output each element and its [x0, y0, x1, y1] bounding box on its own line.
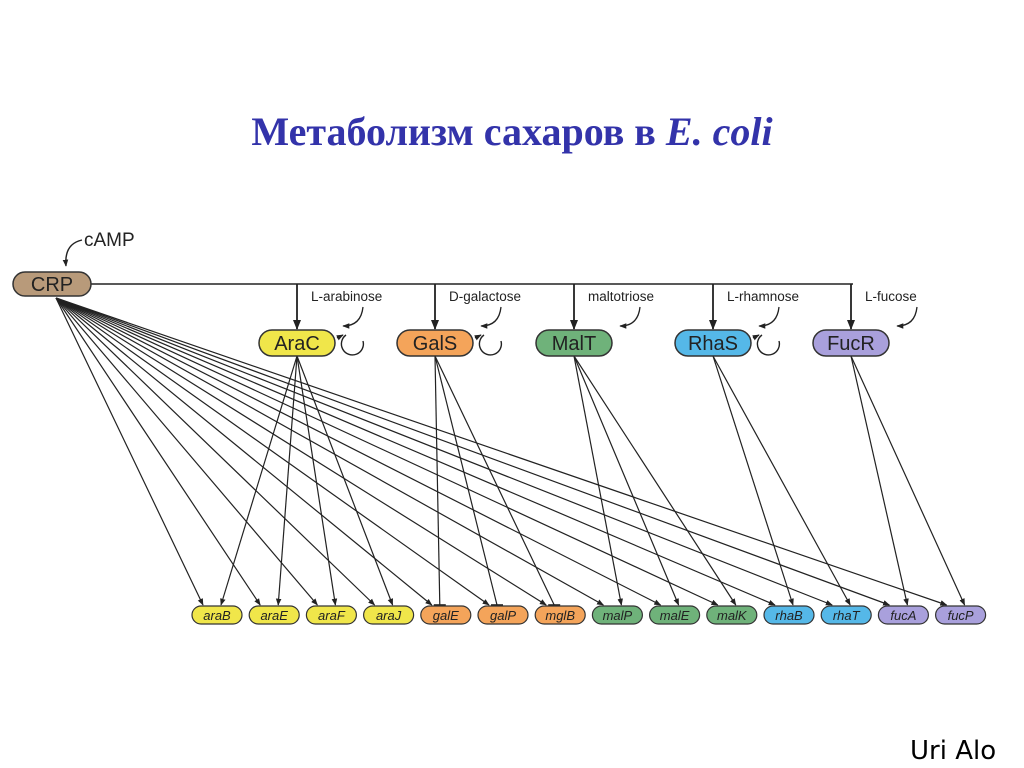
gene-label-fucP: fucP: [948, 608, 974, 623]
regulator-node-AraC: [258, 329, 336, 357]
edge-GalS-mglB: [434, 355, 555, 606]
slide-title: Метаболизм сахаров в E. coli: [0, 108, 1024, 155]
gene-node-araB: [191, 605, 243, 625]
edge-RhaS-rhaB: [712, 355, 794, 606]
edge-AraC-araJ: [296, 355, 394, 606]
signal-arrow-GalS: [480, 306, 502, 329]
self-loop-head-AraC: [336, 334, 344, 341]
signal-arrow-MalT: [619, 306, 641, 329]
regulator-label-RhaS: RhaS: [688, 333, 738, 355]
camp-label: cAMP: [84, 230, 135, 251]
regulator-node-MalT: [535, 329, 613, 357]
regulator-label-GalS: GalS: [413, 333, 457, 355]
crp-label: CRP: [31, 274, 73, 296]
author-credit: Uri Alo: [910, 736, 997, 766]
signal-label-MalT: maltotriose: [588, 289, 654, 304]
gene-node-fucP: [934, 605, 987, 625]
edge-AraC-araF: [296, 355, 338, 606]
edge-GalS-galE: [434, 355, 441, 606]
edge-crp-mglB: [55, 297, 547, 606]
gene-label-araF: araF: [318, 608, 346, 623]
gene-node-galP: [477, 605, 529, 625]
signal-arrow-FucR: [896, 306, 918, 329]
gene-node-malK: [706, 605, 758, 625]
gene-label-malP: malP: [603, 608, 633, 623]
regulator-label-MalT: MalT: [552, 333, 596, 355]
self-loop-head-GalS: [474, 334, 482, 341]
self-loop-RhaS: [756, 334, 781, 356]
self-loop-GalS: [478, 334, 503, 356]
signal-label-FucR: L-fucose: [865, 289, 917, 304]
crp-node: [12, 271, 92, 297]
regulator-node-GalS: [396, 329, 474, 357]
edges-layer: [55, 239, 966, 606]
regulator-node-RhaS: [674, 329, 752, 357]
gene-label-araJ: araJ: [376, 608, 402, 623]
edge-FucR-fucA: [850, 355, 909, 606]
gene-node-galE: [420, 605, 472, 625]
edge-crp-malE: [55, 297, 662, 606]
signal-arrow-RhaS: [758, 306, 780, 329]
edge-crp-araB: [55, 297, 204, 606]
gene-label-malE: malE: [660, 608, 690, 623]
gene-node-malE: [648, 605, 701, 625]
gene-node-malP: [591, 605, 644, 625]
gene-label-rhaB: rhaB: [775, 608, 803, 623]
edge-MalT-malK: [573, 355, 737, 606]
gene-label-galP: galP: [490, 608, 516, 623]
edge-crp-araF: [55, 297, 318, 606]
edge-RhaS-rhaT: [712, 355, 851, 606]
edge-MalT-malE: [573, 355, 680, 606]
gene-node-rhaB: [763, 605, 815, 625]
gene-label-rhaT: rhaT: [833, 608, 861, 623]
edge-AraC-araE: [275, 355, 298, 606]
signal-label-GalS: D-galactose: [449, 289, 521, 304]
gene-node-fucA: [877, 605, 930, 625]
gene-label-mglB: mglB: [545, 608, 575, 623]
edge-crp-galP: [55, 297, 490, 606]
gene-node-rhaT: [820, 605, 872, 625]
gene-label-galE: galE: [433, 608, 459, 623]
regulator-label-FucR: FucR: [827, 333, 875, 355]
edge-crp-fucA: [55, 297, 891, 606]
edge-GalS-galP: [434, 355, 498, 606]
edge-MalT-malP: [573, 355, 623, 606]
gene-node-araF: [305, 605, 357, 625]
gene-node-mglB: [534, 605, 586, 625]
regulator-node-FucR: [812, 329, 890, 357]
self-loop-head-RhaS: [752, 334, 760, 341]
edge-crp-malK: [55, 297, 719, 606]
camp-arrow: [62, 239, 83, 267]
edge-crp-fucP: [55, 297, 948, 606]
gene-node-araE: [248, 605, 300, 625]
edge-crp-araJ: [55, 297, 376, 606]
signal-label-AraC: L-arabinose: [311, 289, 382, 304]
gene-label-araB: araB: [203, 608, 231, 623]
gene-label-malK: malK: [717, 608, 748, 623]
edge-crp-rhaB: [55, 297, 776, 606]
edge-crp-malP: [55, 297, 605, 606]
title-main: Метаболизм сахаров в: [251, 109, 666, 154]
edge-FucR-fucP: [850, 355, 966, 606]
regulator-label-AraC: AraC: [274, 333, 320, 355]
edge-crp-galE: [55, 297, 433, 606]
signal-arrow-AraC: [342, 306, 364, 329]
gene-label-araE: araE: [260, 608, 288, 623]
title-organism: E. coli: [665, 109, 773, 154]
edge-crp-araE: [55, 297, 261, 606]
edge-AraC-araB: [220, 355, 298, 606]
signal-label-RhaS: L-rhamnose: [727, 289, 799, 304]
gene-label-fucA: fucA: [890, 608, 916, 623]
self-loop-AraC: [340, 334, 365, 356]
gene-node-araJ: [363, 605, 415, 625]
